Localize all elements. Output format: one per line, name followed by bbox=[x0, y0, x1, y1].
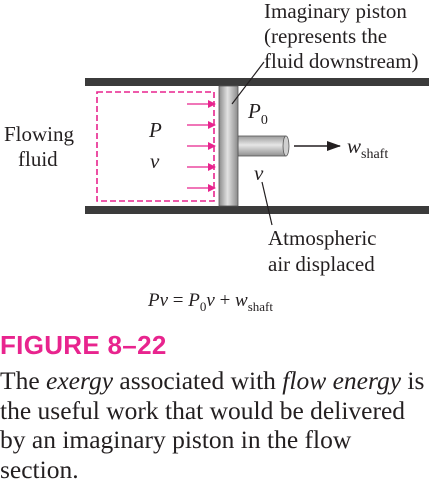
figure-caption-text: The exergy associated with flow energy i… bbox=[0, 366, 429, 484]
flow-exergy-diagram: Imaginary piston (represents the fluid d… bbox=[4, 0, 429, 314]
piston-rod-end bbox=[282, 135, 290, 157]
caption-part-exergy: exergy bbox=[46, 366, 114, 395]
pressure-P0-label: P0 bbox=[247, 99, 268, 128]
volume-v-left-label: v bbox=[150, 149, 160, 173]
flowing-fluid-label-line2: fluid bbox=[18, 147, 58, 171]
caption-part: associated with bbox=[113, 366, 283, 395]
cylinder-bottom-wall bbox=[85, 206, 429, 214]
P0-symbol: P bbox=[247, 99, 261, 123]
w-subscript: shaft bbox=[361, 147, 388, 162]
atm-leader-line bbox=[261, 181, 273, 226]
w-symbol: w bbox=[347, 134, 361, 158]
piston-label-line3: fluid downstream) bbox=[264, 49, 419, 73]
flow-arrows bbox=[187, 100, 216, 192]
piston-label-line2: (represents the bbox=[264, 24, 387, 48]
piston-rod bbox=[237, 135, 287, 157]
imaginary-piston bbox=[218, 85, 239, 207]
volume-v-right-label: v bbox=[254, 161, 264, 185]
caption-part: The bbox=[0, 366, 47, 395]
cylinder-top-wall bbox=[85, 78, 429, 86]
atm-label-line1: Atmospheric bbox=[268, 226, 376, 250]
figure-caption-title: FIGURE 8–22 bbox=[0, 330, 167, 360]
piston-leader-line bbox=[231, 61, 265, 105]
atm-label-line2: air displaced bbox=[268, 252, 375, 276]
flow-exergy-equation: Pv = P0v + wshaft bbox=[147, 290, 273, 314]
pressure-P-label: P bbox=[148, 118, 162, 142]
piston-label-line1: Imaginary piston bbox=[264, 0, 407, 23]
caption-part-flow-energy: flow energy bbox=[282, 366, 402, 395]
w-shaft-label: wshaft bbox=[347, 134, 388, 162]
P0-subscript: 0 bbox=[261, 113, 268, 128]
caption-part: is the useful work that would be deliver… bbox=[0, 366, 425, 484]
flowing-fluid-label-line1: Flowing bbox=[4, 122, 75, 146]
